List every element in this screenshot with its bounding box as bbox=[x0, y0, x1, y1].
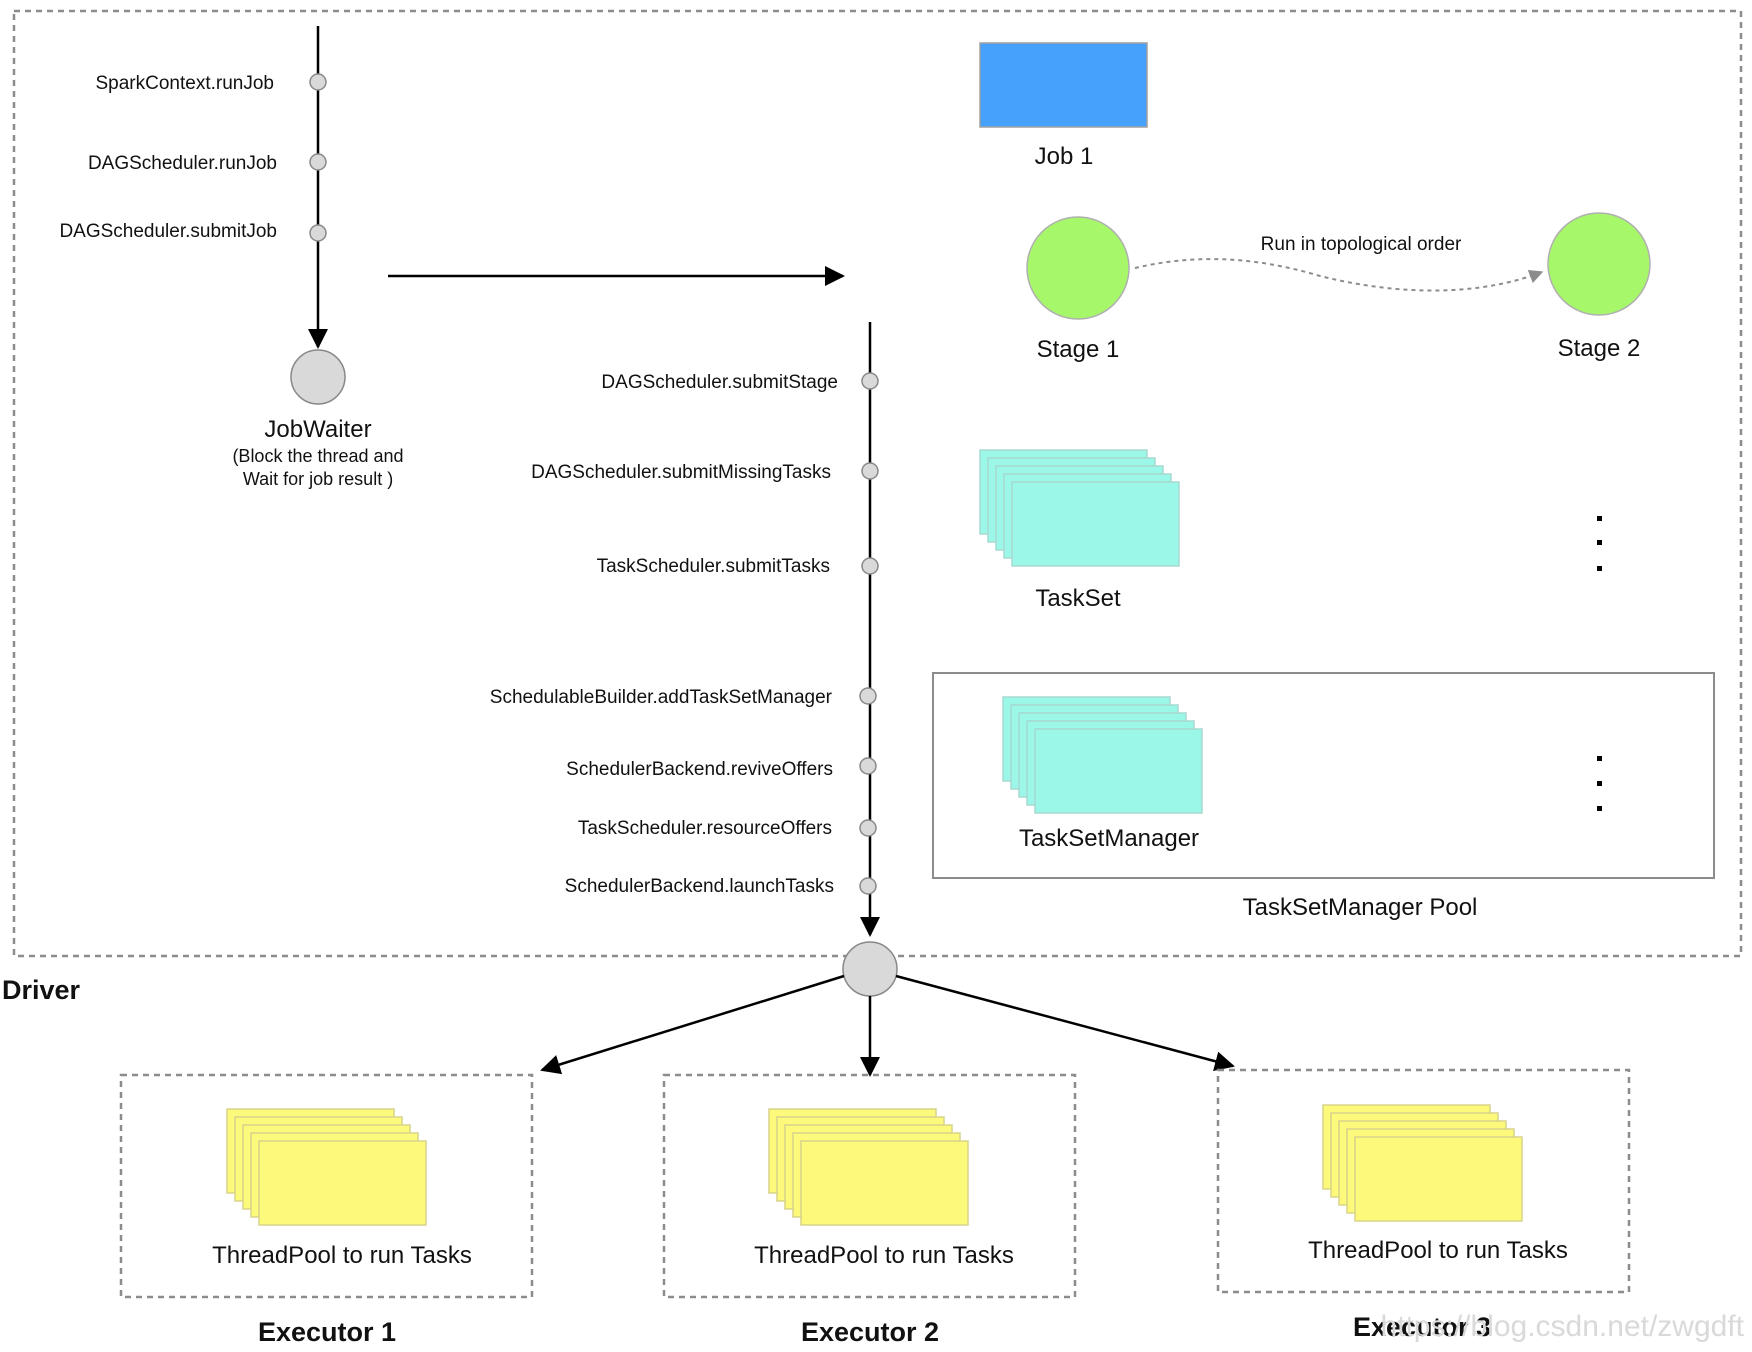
call-label: DAGScheduler.submitJob bbox=[59, 221, 277, 242]
executor: ThreadPool to run Tasks Executor 3 bbox=[1216, 1068, 1631, 1342]
executor-boundary bbox=[119, 1073, 534, 1299]
job-waiter-note: Wait for job result ) bbox=[243, 469, 393, 489]
call-label: SchedulerBackend.reviveOffers bbox=[566, 759, 833, 780]
call-label: TaskScheduler.resourceOffers bbox=[578, 818, 832, 839]
call-node bbox=[861, 557, 879, 575]
job-waiter-title: JobWaiter bbox=[264, 416, 371, 443]
taskset-manager-label: TaskSetManager bbox=[1019, 825, 1199, 852]
executor-title: Executor 3 bbox=[1353, 1312, 1491, 1342]
watermark: https://blog.csdn.net/zwgdft bbox=[1380, 1310, 1744, 1343]
call-node bbox=[309, 224, 327, 242]
executor-content: ThreadPool to run Tasks bbox=[1308, 1237, 1568, 1264]
stage-node bbox=[1026, 216, 1130, 320]
job-label: Job 1 bbox=[1035, 143, 1094, 170]
pool-label: TaskSetManager Pool bbox=[1243, 894, 1478, 921]
call-node bbox=[861, 462, 879, 480]
job-waiter-note: (Block the thread and bbox=[232, 446, 403, 466]
call-label: SchedulableBuilder.addTaskSetManager bbox=[490, 687, 833, 708]
dispatch-arrow bbox=[540, 974, 845, 1075]
stage-label: Stage 1 bbox=[1037, 336, 1120, 363]
stage-edge-label: Run in topological order bbox=[1261, 234, 1462, 255]
stage-flow: DAGScheduler.submitStage DAGScheduler.su… bbox=[490, 322, 880, 937]
stage-label: Stage 2 bbox=[1558, 335, 1641, 362]
call-node bbox=[859, 819, 877, 837]
more-ellipsis bbox=[1597, 756, 1602, 811]
call-node bbox=[861, 372, 879, 390]
call-node bbox=[309, 73, 327, 91]
taskset-stack bbox=[979, 449, 1180, 567]
call-label: DAGScheduler.submitStage bbox=[601, 372, 838, 393]
executor-title: Executor 1 bbox=[258, 1317, 396, 1347]
taskset-label: TaskSet bbox=[1035, 585, 1121, 612]
dispatch-node bbox=[842, 941, 898, 997]
call-node bbox=[859, 687, 877, 705]
call-node bbox=[309, 153, 327, 171]
call-label: TaskScheduler.submitTasks bbox=[597, 556, 830, 577]
call-node bbox=[859, 757, 877, 775]
executor-content: ThreadPool to run Tasks bbox=[754, 1242, 1014, 1269]
call-node bbox=[859, 877, 877, 895]
driver-label: Driver bbox=[2, 975, 81, 1005]
executor: ThreadPool to run Tasks Executor 2 bbox=[662, 1073, 1077, 1347]
job-waiter-node bbox=[290, 349, 346, 405]
executor: ThreadPool to run Tasks Executor 1 bbox=[119, 1073, 534, 1347]
call-label: SchedulerBackend.launchTasks bbox=[565, 876, 834, 897]
more-ellipsis bbox=[1597, 516, 1602, 571]
job-box bbox=[979, 42, 1148, 128]
job-flow: SparkContext.runJob DAGScheduler.runJob … bbox=[59, 26, 404, 489]
executor-boundary bbox=[662, 1073, 1077, 1299]
call-label: SparkContext.runJob bbox=[96, 73, 275, 94]
call-label: DAGScheduler.runJob bbox=[88, 153, 277, 174]
taskset-manager-stack bbox=[1002, 696, 1203, 814]
dispatch-arrow bbox=[895, 974, 1235, 1072]
stage-order-edge bbox=[1134, 258, 1544, 292]
taskset-manager-pool bbox=[932, 672, 1715, 879]
executor-title: Executor 2 bbox=[801, 1317, 939, 1347]
executor-content: ThreadPool to run Tasks bbox=[212, 1242, 472, 1269]
stage-node bbox=[1547, 212, 1651, 316]
call-label: DAGScheduler.submitMissingTasks bbox=[531, 462, 831, 483]
executor-boundary bbox=[1216, 1068, 1631, 1294]
